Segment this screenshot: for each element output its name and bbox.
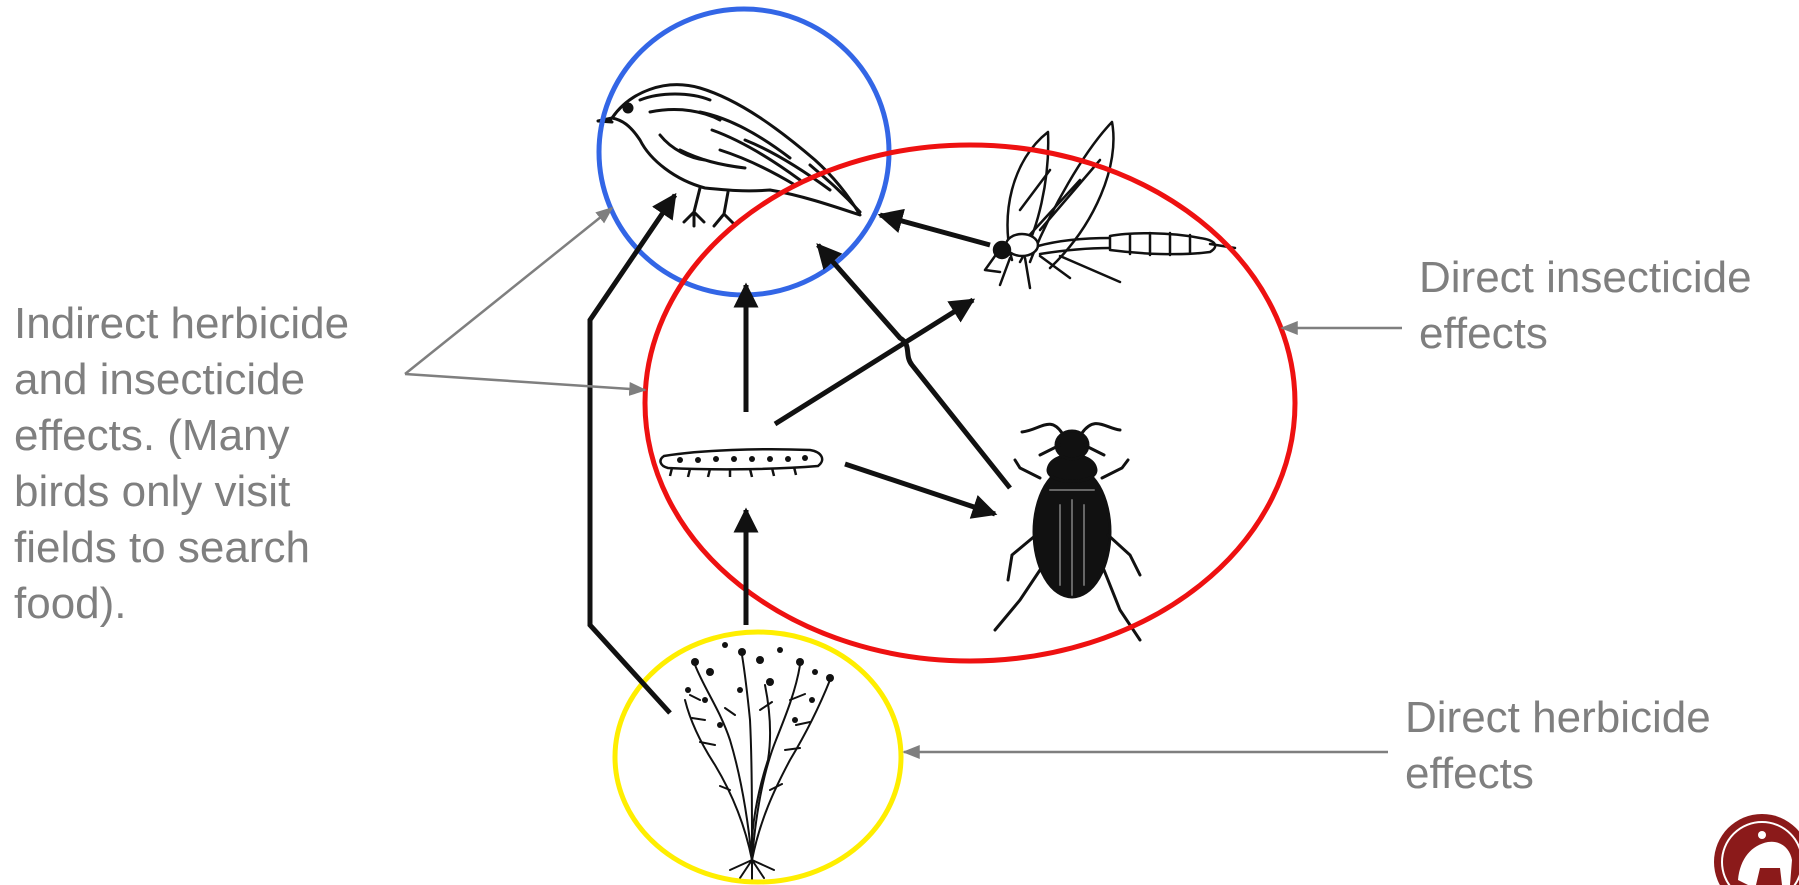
caterpillar-illustration: [661, 449, 823, 477]
beetle-illustration: [995, 424, 1140, 640]
bird-illustration: [598, 85, 860, 226]
university-seal-logo: [1714, 814, 1799, 885]
plant-illustration: [685, 642, 834, 882]
label-line: effects: [1419, 306, 1752, 362]
arrow-wasp-to-bird: [880, 215, 990, 245]
invertebrate-circle: [645, 145, 1295, 661]
label-direct-herbicide: Direct herbicide effects: [1405, 690, 1711, 802]
label-indirect-effects: Indirect herbicide and insecticide effec…: [14, 296, 349, 632]
label-line: Direct insecticide: [1419, 250, 1752, 306]
label-line: birds only visit: [14, 464, 349, 520]
label-line: Direct herbicide: [1405, 690, 1711, 746]
label-line: and insecticide: [14, 352, 349, 408]
label-line: effects. (Many: [14, 408, 349, 464]
plant-circle: [615, 632, 901, 882]
arrow-beetle-to-bird: [818, 245, 1010, 488]
pointer-indirect-to-bird: [405, 208, 612, 374]
label-line: Indirect herbicide: [14, 296, 349, 352]
label-line: effects: [1405, 746, 1711, 802]
label-direct-insecticide: Direct insecticide effects: [1419, 250, 1752, 362]
pointer-lines: [405, 208, 1402, 752]
pointer-indirect-to-invertebrates: [405, 374, 645, 390]
label-line: food).: [14, 576, 349, 632]
arrow-caterpillar-to-beetle: [845, 464, 995, 514]
label-line: fields to search: [14, 520, 349, 576]
